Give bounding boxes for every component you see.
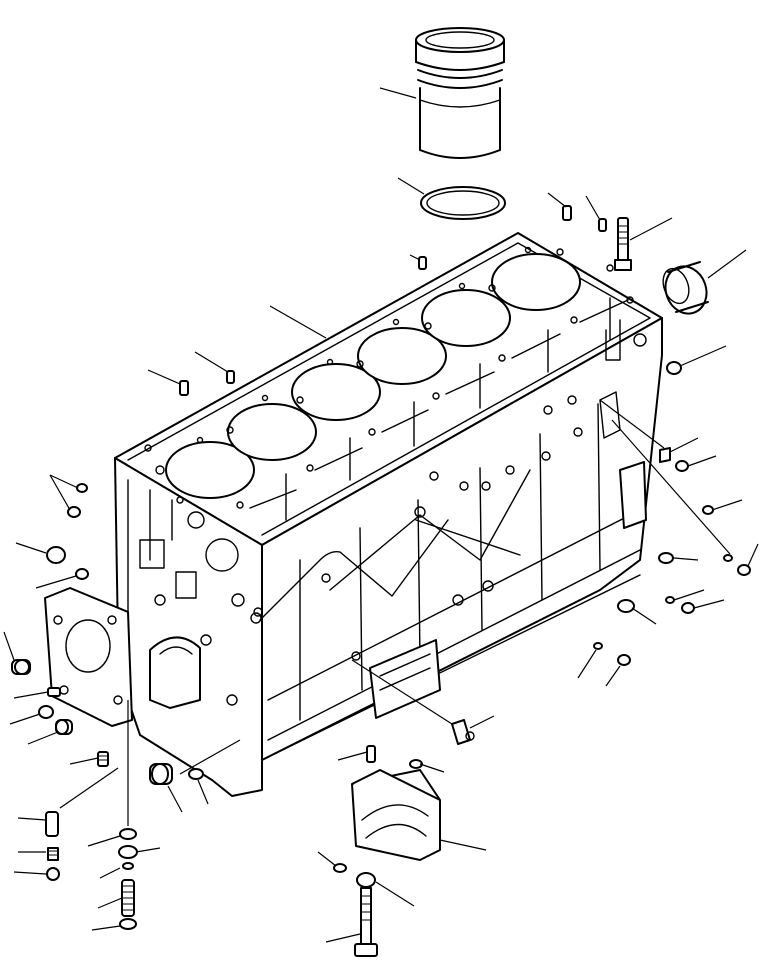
left-small-parts — [11, 483, 89, 735]
fitting-mid — [451, 719, 475, 745]
sleeve-bushing — [662, 261, 709, 315]
o-ring — [420, 186, 506, 220]
dowel-pins-top — [179, 205, 607, 396]
stud-bolt — [614, 217, 632, 271]
front-plate — [44, 587, 133, 727]
main-bearing-cap — [333, 745, 441, 957]
relief-valve-stack — [45, 751, 138, 930]
right-side-fasteners — [593, 361, 751, 666]
cylinder-liner — [415, 27, 505, 159]
lower-bushings — [149, 763, 204, 785]
cylinder-block — [114, 232, 663, 797]
leader-liner — [379, 87, 417, 99]
leader-o-ring — [397, 177, 425, 195]
crank-bore-front — [149, 636, 201, 709]
deck-bolt-holes — [144, 246, 634, 509]
